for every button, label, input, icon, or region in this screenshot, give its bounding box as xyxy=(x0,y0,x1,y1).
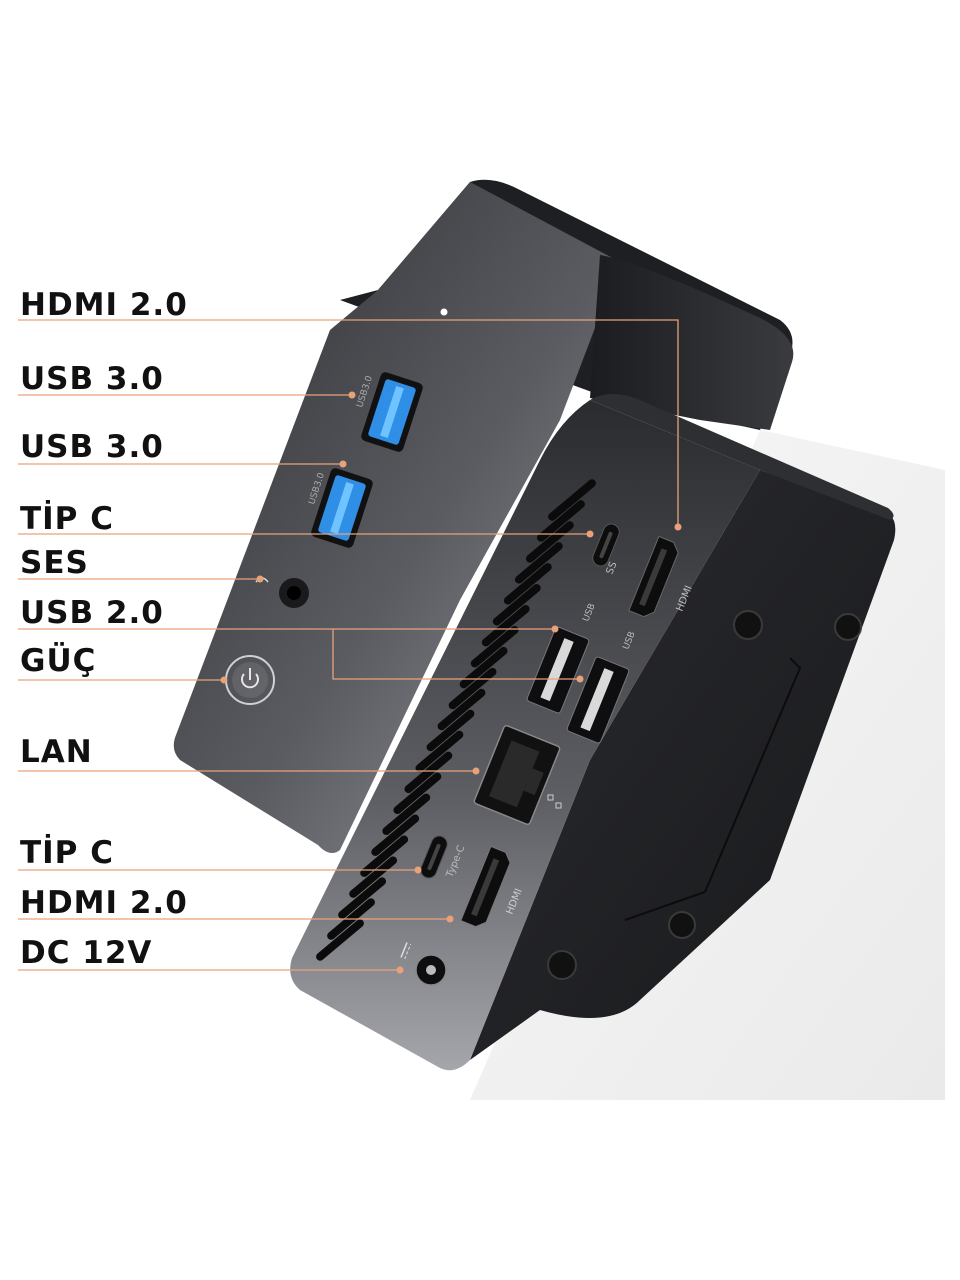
type-c-port-back xyxy=(592,523,620,567)
vent-slot xyxy=(481,605,530,647)
vent-slot xyxy=(371,814,420,856)
dc-power-jack xyxy=(415,954,447,986)
power-icon xyxy=(241,668,259,689)
usb3-port-2 xyxy=(311,468,373,548)
back-unit-side xyxy=(590,255,794,430)
vent-slot xyxy=(525,521,574,563)
label-usb-2-0: USB 2.0 xyxy=(20,595,164,631)
vent-slot xyxy=(459,646,508,689)
vent-slot xyxy=(349,856,398,898)
vent-slot xyxy=(415,730,464,773)
vent-slot xyxy=(316,919,364,961)
label-usb-3-0-first: USB 3.0 xyxy=(20,361,164,397)
vent-slot xyxy=(503,563,552,605)
audio-jack xyxy=(279,578,309,608)
vent-slot xyxy=(548,479,596,521)
rubber-feet xyxy=(547,610,862,980)
usb2-port-1 xyxy=(526,626,590,714)
vent-slot xyxy=(448,667,497,710)
vent-slot xyxy=(426,709,475,752)
front-unit-side-face xyxy=(470,470,896,1060)
vent-slot xyxy=(393,772,442,815)
ss-marking: SS xyxy=(605,560,620,576)
back-unit-front-face xyxy=(173,182,620,854)
bottom-plate-outline xyxy=(624,657,802,921)
vent-slot xyxy=(338,877,387,919)
label-hdmi-2-0-back: HDMI 2.0 xyxy=(20,287,188,323)
leader-usb2-b xyxy=(332,629,580,680)
lan-port xyxy=(473,724,561,826)
front-unit-top xyxy=(590,394,894,520)
vent-slot xyxy=(382,793,431,835)
hdmi-port-front xyxy=(460,845,511,928)
leader-dots xyxy=(220,391,682,974)
vent-slot xyxy=(360,835,409,877)
label-dc-12v: DC 12V xyxy=(20,935,153,971)
label-type-c-back: TİP C xyxy=(20,501,114,537)
type-c-port-front xyxy=(420,835,448,879)
vent-slot xyxy=(470,625,519,668)
network-icon xyxy=(547,794,562,809)
leader-lines xyxy=(18,319,679,971)
label-usb-3-0-second: USB 3.0 xyxy=(20,429,164,465)
vent-slot xyxy=(537,500,585,542)
label-lan: LAN xyxy=(20,734,93,770)
usb3-port-1 xyxy=(361,372,423,452)
vent-slot xyxy=(404,751,453,794)
vent-slot xyxy=(492,584,541,626)
label-hdmi-2-0-front: HDMI 2.0 xyxy=(20,885,188,921)
vent-slots xyxy=(316,479,596,961)
label-audio: SES xyxy=(20,545,89,581)
vent-slot xyxy=(514,542,563,584)
vent-slot xyxy=(437,688,486,731)
status-led xyxy=(440,308,448,316)
label-power: GÜÇ xyxy=(20,643,97,679)
hdmi-port-back xyxy=(628,535,679,618)
usb2-port-2 xyxy=(566,656,630,744)
leader-hdmi-back xyxy=(18,319,679,527)
label-type-c-front: TİP C xyxy=(20,835,114,871)
